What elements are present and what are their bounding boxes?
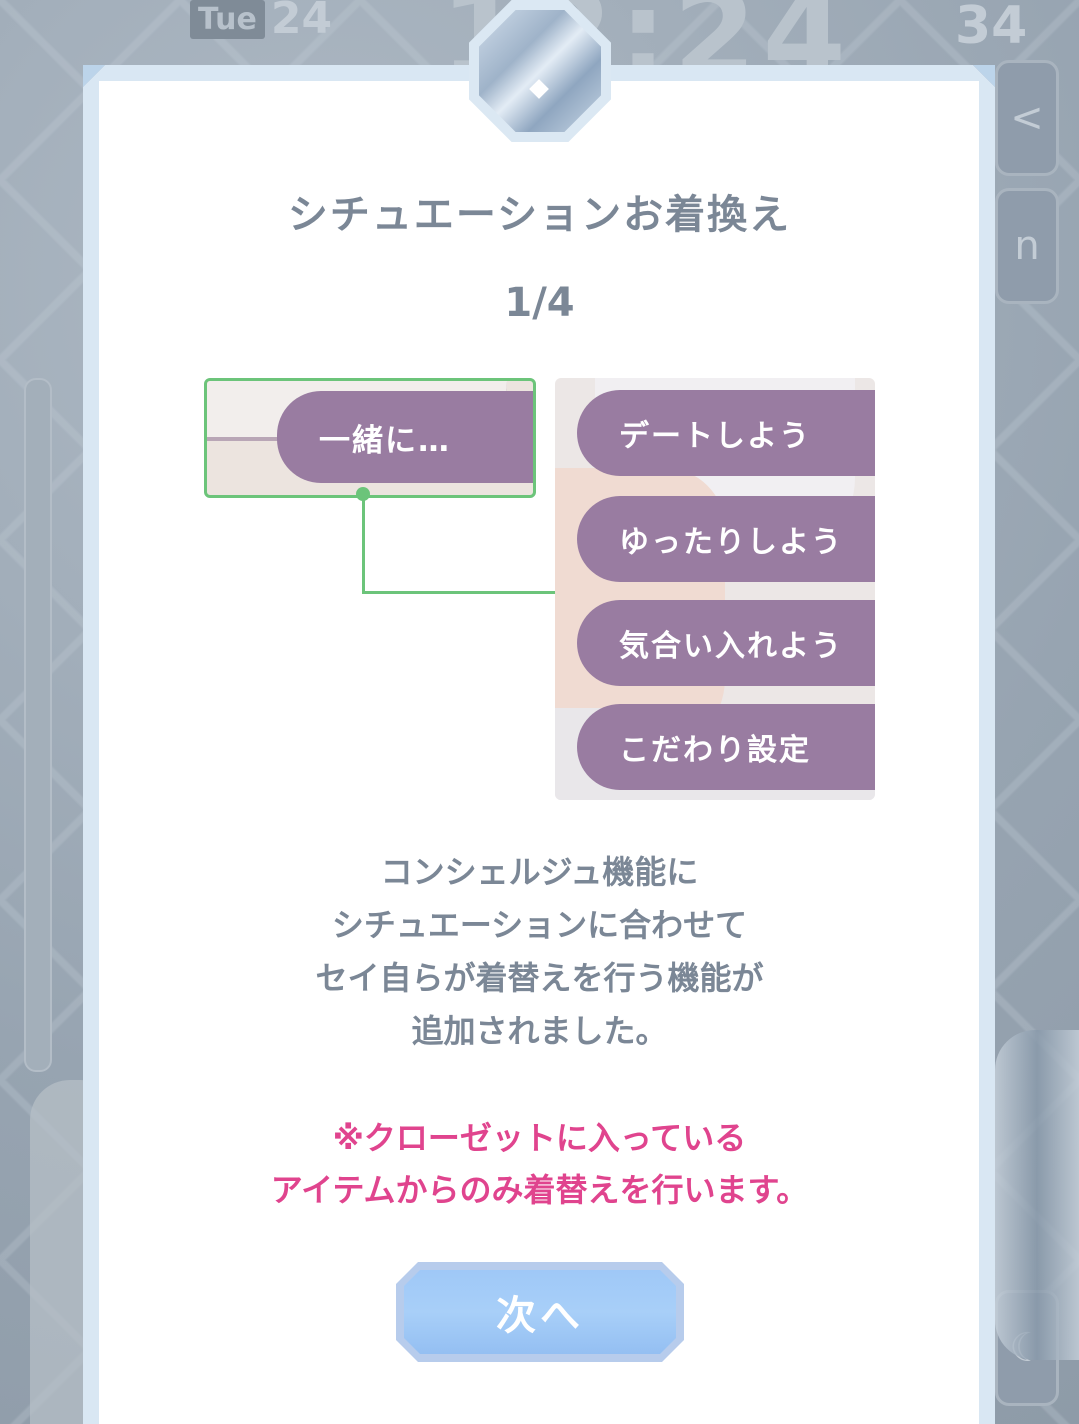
description-line: セイ自らが着替えを行う機能が	[315, 959, 764, 997]
gem-icon	[479, 10, 601, 132]
note-line: ※クローゼットに入っている	[332, 1119, 747, 1157]
description-line: 追加されました。	[411, 1012, 668, 1050]
note-text: ※クローゼットに入っている アイテムからのみ着替えを行います。	[0, 1112, 1079, 1216]
background-slider	[24, 378, 52, 1072]
next-button[interactable]: 次へ	[396, 1262, 684, 1362]
illustration-source-option: 一緒に…	[277, 391, 533, 483]
illustration-options-thumbnail: デートしよう ゆったりしよう 気合い入れよう こだわり設定	[555, 378, 875, 800]
illustration-source-thumbnail: 一緒に…	[204, 378, 536, 498]
note-line: アイテムからのみ着替えを行います。	[270, 1171, 809, 1209]
background-date: Tue 24	[190, 0, 333, 44]
dialog-title: シチュエーションお着換え	[287, 192, 792, 238]
background-side-button: n	[995, 188, 1059, 304]
share-icon: <	[995, 60, 1059, 176]
description-text: コンシェルジュ機能に シチュエーションに合わせて セイ自らが着替えを行う機能が …	[0, 846, 1079, 1058]
background-seconds: 34	[955, 0, 1028, 56]
page-indicator: 1/4	[504, 280, 575, 326]
description-line: シチュエーションに合わせて	[331, 906, 748, 944]
next-button-label[interactable]: 次へ	[404, 1270, 676, 1354]
background-day: 24	[270, 0, 333, 44]
illustration-option: 気合い入れよう	[577, 600, 875, 686]
connector-line	[362, 591, 562, 594]
background-character-right	[995, 1030, 1079, 1360]
illustration-option: ゆったりしよう	[577, 496, 875, 582]
background-day-of-week: Tue	[190, 0, 265, 39]
description-line: コンシェルジュ機能に	[380, 853, 699, 891]
illustration-option: デートしよう	[577, 390, 875, 476]
connector-line	[362, 494, 365, 594]
illustration-option: こだわり設定	[577, 704, 875, 790]
